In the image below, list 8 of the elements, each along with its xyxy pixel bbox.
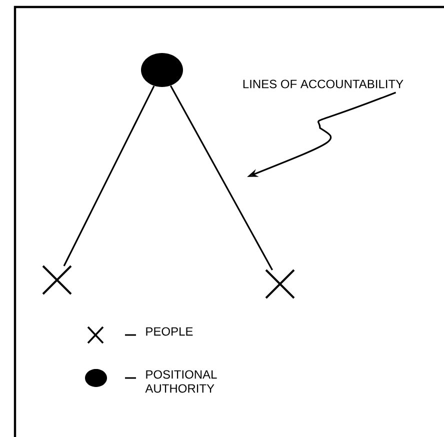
legend-text: POSITIONAL AUTHORITY: [145, 370, 217, 393]
filled-circle: [141, 53, 183, 87]
cross-mark: [265, 269, 295, 299]
legend-text: PEOPLE: [146, 327, 193, 336]
callout-text: LINES OF ACCOUNTABILITY: [243, 80, 404, 88]
cross-mark: [42, 265, 72, 295]
line: [63, 86, 155, 266]
line: [170, 85, 273, 270]
